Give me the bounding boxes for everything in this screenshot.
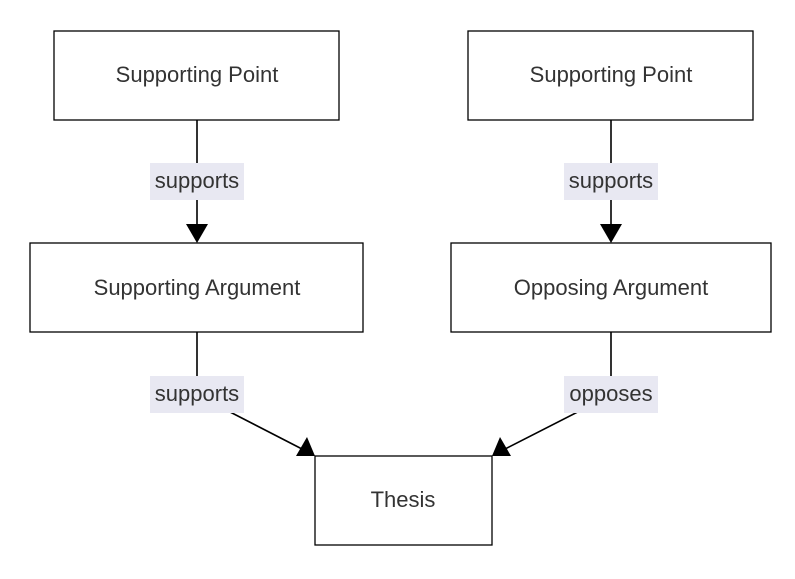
edge-opposing-argument-to-thesis: opposes: [492, 332, 658, 456]
node-supporting-point-left[interactable]: Supporting Point: [53, 30, 340, 121]
node-box: [29, 242, 364, 333]
arrow-head: [186, 224, 208, 243]
node-box: [314, 455, 493, 546]
node-opposing-argument[interactable]: Opposing Argument: [450, 242, 772, 333]
node-label: Supporting Argument: [94, 275, 301, 300]
node-label: Supporting Point: [116, 62, 279, 87]
node-box: [450, 242, 772, 333]
edge-supporting-argument-to-thesis: supports: [150, 332, 315, 456]
node-thesis[interactable]: Thesis: [314, 455, 493, 546]
edge-label-background: [564, 163, 658, 200]
node-supporting-argument[interactable]: Supporting Argument: [29, 242, 364, 333]
arrow-head: [296, 437, 315, 456]
edge-label-supports: supports: [569, 168, 653, 193]
node-label: Opposing Argument: [514, 275, 708, 300]
arrow-head: [492, 437, 511, 456]
edge-point-left-to-supporting-argument: supports: [150, 120, 244, 243]
node-supporting-point-right[interactable]: Supporting Point: [467, 30, 754, 121]
edge-label-supports: supports: [155, 168, 239, 193]
node-label: Thesis: [371, 487, 436, 512]
node-box: [467, 30, 754, 121]
edge-point-right-to-opposing-argument: supports: [564, 120, 658, 243]
node-label: Supporting Point: [530, 62, 693, 87]
edge-label-opposes: opposes: [569, 381, 652, 406]
edge-label-supports: supports: [155, 381, 239, 406]
arrow-head: [600, 224, 622, 243]
edge-label-background: [564, 376, 658, 413]
edge-label-background: [150, 376, 244, 413]
node-box: [53, 30, 340, 121]
edge-label-background: [150, 163, 244, 200]
